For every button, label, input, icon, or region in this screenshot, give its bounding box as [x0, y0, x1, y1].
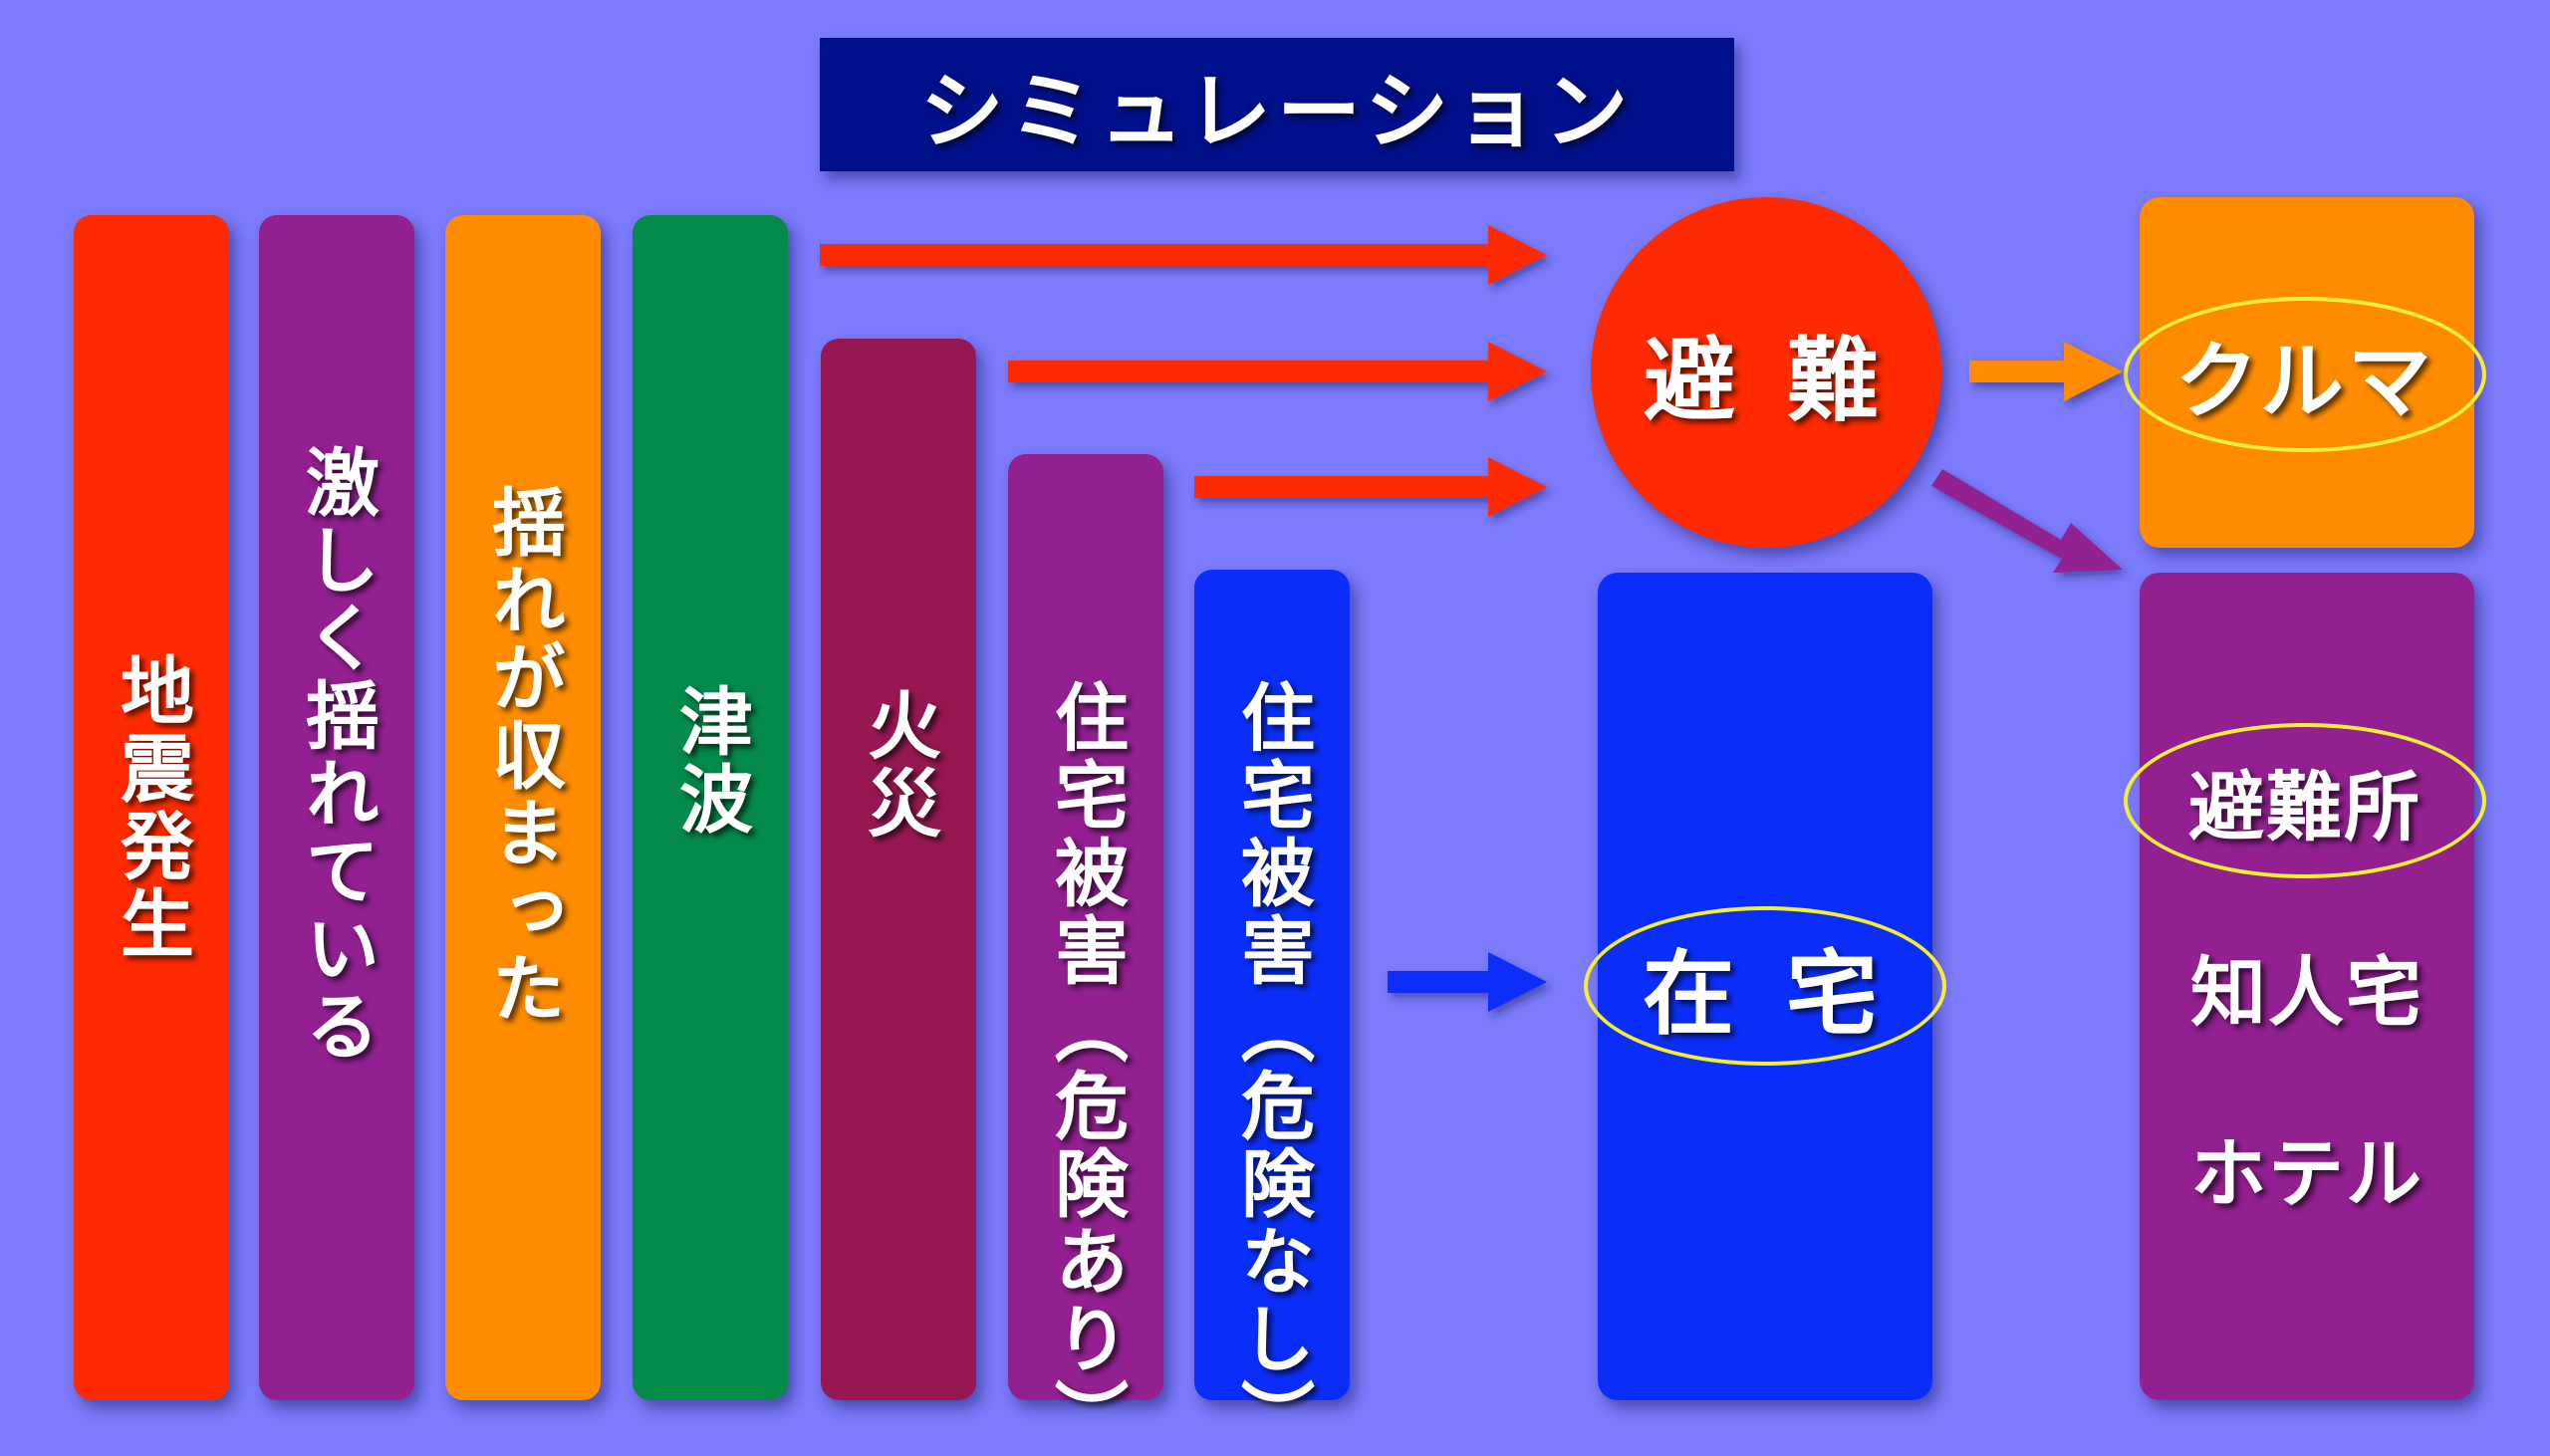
acquaintance-home-item: 知人宅 — [2140, 936, 2474, 1037]
column-shaking-stopped: 揺れが収まった — [445, 215, 601, 1400]
shelter-label: 避難所 — [2188, 763, 2422, 851]
arrow-tsunami-to-evacuation — [820, 225, 1547, 285]
column-label: 火災 — [855, 687, 941, 843]
stay-home-highlight: 在 宅 — [1584, 906, 1946, 1066]
acquaintance-home-label: 知人宅 — [2190, 948, 2423, 1037]
column-earthquake: 地震発生 — [74, 215, 229, 1400]
title-banner: シミュレーション — [820, 38, 1734, 171]
column-label: 住宅被害（危険なし） — [1228, 679, 1315, 1456]
arrow-evacuation-to-car — [1969, 342, 2123, 401]
car-label: クルマ — [2174, 332, 2435, 430]
hotel-item: ホテル — [2140, 1117, 2474, 1218]
evacuation-label: 避 難 — [1643, 327, 1890, 434]
arrow-safe-to-stay-home — [1388, 952, 1547, 1012]
column-shaking: 激しく揺れている — [259, 215, 414, 1400]
arrow-danger-to-evacuation — [1194, 457, 1547, 517]
page-title: シミュレーション — [919, 62, 1635, 160]
stay-home-label: 在 宅 — [1642, 940, 1889, 1048]
column-label: 揺れが収まった — [479, 484, 566, 1028]
hotel-label: ホテル — [2190, 1129, 2423, 1218]
shelters-node — [2140, 573, 2474, 1400]
column-label: 地震発生 — [108, 652, 194, 963]
column-house-damage-safe: 住宅被害（危険なし） — [1194, 570, 1350, 1456]
arrow-evacuation-to-shelters — [1931, 469, 2123, 573]
shelter-highlight: 避難所 — [2124, 723, 2486, 878]
column-tsunami: 津波 — [633, 215, 788, 1400]
arrow-fire-to-evacuation — [1008, 342, 1547, 401]
column-label: 激しく揺れている — [293, 444, 380, 1066]
column-label: 住宅被害（危険あり） — [1042, 679, 1129, 1456]
evacuation-node: 避 難 — [1591, 197, 1941, 548]
column-label: 津波 — [666, 683, 753, 839]
car-highlight: クルマ — [2124, 297, 2486, 452]
column-fire: 火災 — [821, 339, 976, 1400]
column-house-damage-danger: 住宅被害（危険あり） — [1008, 454, 1163, 1456]
